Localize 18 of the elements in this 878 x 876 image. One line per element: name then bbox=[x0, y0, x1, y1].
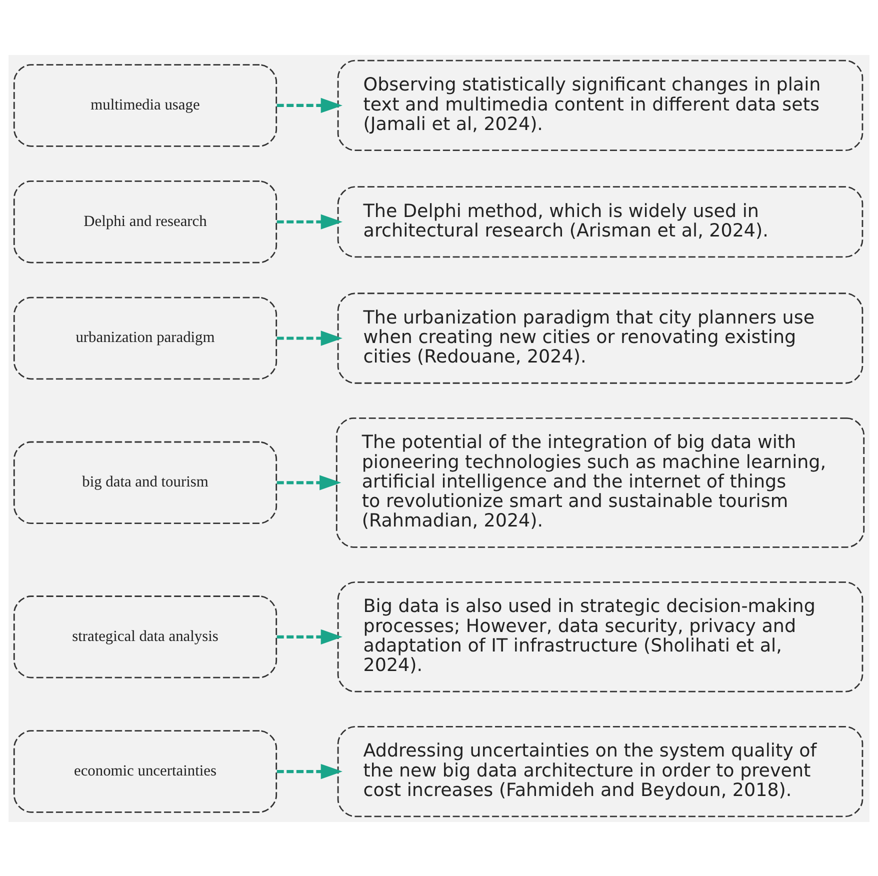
node-box: The Delphi method, which is widely used in architectural research (Arisman et al, 2024). bbox=[337, 186, 864, 258]
node-box: The potential of the integration of big data with pioneering technologies such as machine learning, artificial intelligence and the internet of things to revolutionize smart and sustainable tourism (Rahmadian, 2024). bbox=[336, 416, 865, 548]
node-box: Delphi and research bbox=[13, 180, 278, 263]
arrow bbox=[276, 214, 342, 229]
node-box: urbanization paradigm bbox=[13, 296, 278, 380]
node-box: multimedia usage bbox=[13, 64, 278, 146]
node-box: Addressing uncertainties on the system quality of the new big data architecture in order to prevent cost increases (Fahmideh and Beydoun, 2018). bbox=[337, 725, 864, 817]
arrow bbox=[276, 628, 342, 644]
node-box: The urbanization paradigm that city planners use when creating new cities or renovating existing cities (Redouane, 2024). bbox=[337, 292, 864, 384]
arrow bbox=[276, 330, 342, 346]
arrow bbox=[276, 763, 342, 779]
node-box: economic uncertainties bbox=[13, 730, 278, 812]
node-box: Observing statistically significant changes in plain text and multimedia content in different data sets (Jamali et al, 2024). bbox=[337, 59, 864, 151]
node-box: strategical data analysis bbox=[13, 595, 278, 678]
arrow bbox=[276, 97, 342, 113]
node-box: Big data is also used in strategic decision-making processes; However, data security, privacy and adaptation of IT infrastructure (Sholihati et al, 2024). bbox=[337, 581, 864, 692]
node-box: big data and tourism bbox=[13, 440, 278, 524]
arrow bbox=[276, 474, 342, 490]
